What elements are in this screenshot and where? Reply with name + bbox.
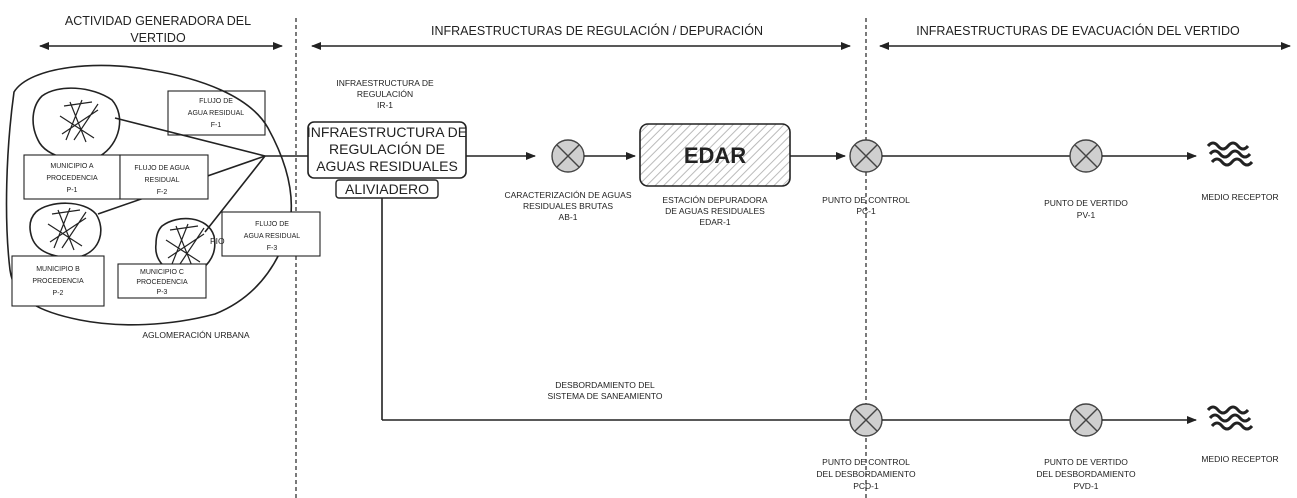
aglomeracion-label: AGLOMERACIÓN URBANA [142, 330, 250, 340]
pc1-node [849, 139, 883, 173]
municipio-a-l3: P-1 [67, 187, 78, 194]
aglomeracion-urbana: AGLOMERACIÓN URBANA FLUJO DE AGUA RESIDU… [5, 64, 321, 340]
flujo-f3-l3: F-3 [267, 245, 278, 252]
pcd1-l1: PUNTO DE CONTROL [822, 457, 910, 467]
desbordamiento-l2: SISTEMA DE SANEAMIENTO [547, 391, 662, 401]
flujo-f2-l3: F-2 [157, 189, 168, 196]
edar-caption-l1: ESTACIÓN DEPURADORA [662, 195, 767, 205]
medio-receptor-2-label: MEDIO RECEPTOR [1201, 454, 1278, 464]
edar-label: EDAR [684, 143, 746, 168]
medio-receptor-1-label: MEDIO RECEPTOR [1201, 192, 1278, 202]
edar-caption-l3: EDAR-1 [699, 217, 730, 227]
municipio-b-blob [29, 202, 102, 258]
municipio-a-l2: PROCEDENCIA [46, 175, 98, 182]
ab1-l2: RESIDUALES BRUTAS [523, 201, 613, 211]
pvd1-l1: PUNTO DE VERTIDO [1044, 457, 1128, 467]
pcd1-l2: DEL DESBORDAMIENTO [816, 469, 916, 479]
flujo-f2-box [119, 154, 209, 200]
flujo-f1-l1: FLUJO DE [199, 98, 233, 105]
flujo-f3-box [221, 211, 321, 257]
pcd1-l3: PCD-1 [853, 481, 879, 491]
municipio-b-box [11, 255, 105, 307]
regulacion-box-l1: INFRAESTRUCTURA DE [307, 124, 467, 140]
pvd1-l2: DEL DESBORDAMIENTO [1036, 469, 1136, 479]
municipio-b-l1: MUNICIPIO B [36, 266, 80, 273]
pvd1-node [1069, 403, 1103, 437]
municipio-a-sketch [59, 99, 99, 143]
pio-label: PIO [210, 236, 225, 246]
pv1-node [1069, 139, 1103, 173]
edar-box [639, 123, 791, 187]
municipio-a-l1: MUNICIPIO A [50, 163, 94, 170]
medio-receptor-2-icon [1206, 405, 1254, 431]
municipio-c-l3: P-3 [157, 289, 168, 296]
section-actividad-line2: VERTIDO [130, 31, 186, 45]
pv1-l2: PV-1 [1077, 210, 1096, 220]
flujo-f3-l2: AGUA RESIDUAL [244, 233, 301, 240]
flujo-f1-l3: F-1 [211, 122, 222, 129]
municipio-c-l2: PROCEDENCIA [136, 279, 188, 286]
ab1-node [551, 139, 585, 173]
ab1-l1: CARACTERIZACIÓN DE AGUAS [504, 190, 631, 200]
flujo-f1-l2: AGUA RESIDUAL [188, 110, 245, 117]
medio-receptor-1-icon [1206, 141, 1254, 167]
flujo-f3-l1: FLUJO DE [255, 221, 289, 228]
pcd1-node [849, 403, 883, 437]
section-evacuacion: INFRAESTRUCTURAS DE EVACUACIÓN DEL VERTI… [879, 23, 1291, 50]
flujo-f2-l1: FLUJO DE AGUA [134, 165, 190, 172]
section-evacuacion-label: INFRAESTRUCTURAS DE EVACUACIÓN DEL VERTI… [916, 23, 1240, 38]
edar-caption-l2: DE AGUAS RESIDUALES [665, 206, 765, 216]
municipio-b-sketch [47, 207, 87, 251]
municipio-c-sketch [165, 223, 205, 267]
regulacion-caption-l3: IR-1 [377, 100, 393, 110]
municipio-c-l1: MUNICIPIO C [140, 269, 184, 276]
flujo-f1-box [167, 90, 266, 136]
regulacion-box [307, 121, 467, 179]
regulacion-caption-l1: INFRAESTRUCTURA DE [336, 78, 434, 88]
regulacion-box-l2: REGULACIÓN DE [329, 141, 445, 157]
section-regulacion-label: INFRAESTRUCTURAS DE REGULACIÓN / DEPURAC… [431, 23, 763, 38]
section-actividad-line1: ACTIVIDAD GENERADORA DEL [65, 14, 251, 28]
aliviadero-label: ALIVIADERO [345, 181, 429, 197]
edar: EDAR ESTACIÓN DEPURADORA DE AGUAS RESIDU… [639, 123, 791, 227]
municipio-c-box [117, 263, 207, 299]
desbordamiento-l1: DESBORDAMIENTO DEL [555, 380, 655, 390]
ab1-l3: AB-1 [559, 212, 578, 222]
municipio-b-l3: P-2 [53, 290, 64, 297]
pvd1-l3: PVD-1 [1073, 481, 1098, 491]
flujo-f2-l2: RESIDUAL [144, 177, 179, 184]
section-regulacion: INFRAESTRUCTURAS DE REGULACIÓN / DEPURAC… [311, 23, 851, 50]
municipio-b-l2: PROCEDENCIA [32, 278, 84, 285]
aliviadero-box [335, 179, 439, 199]
regulacion-caption-l2: REGULACIÓN [357, 89, 413, 99]
regulacion-box-l3: AGUAS RESIDUALES [316, 158, 458, 174]
regulacion-infra: INFRAESTRUCTURA DE REGULACIÓN IR-1 INFRA… [307, 78, 467, 199]
section-actividad: ACTIVIDAD GENERADORA DEL VERTIDO [39, 14, 283, 50]
pc1-l2: PC-1 [856, 206, 876, 216]
pv1-l1: PUNTO DE VERTIDO [1044, 198, 1128, 208]
pc1-l1: PUNTO DE CONTROL [822, 195, 910, 205]
